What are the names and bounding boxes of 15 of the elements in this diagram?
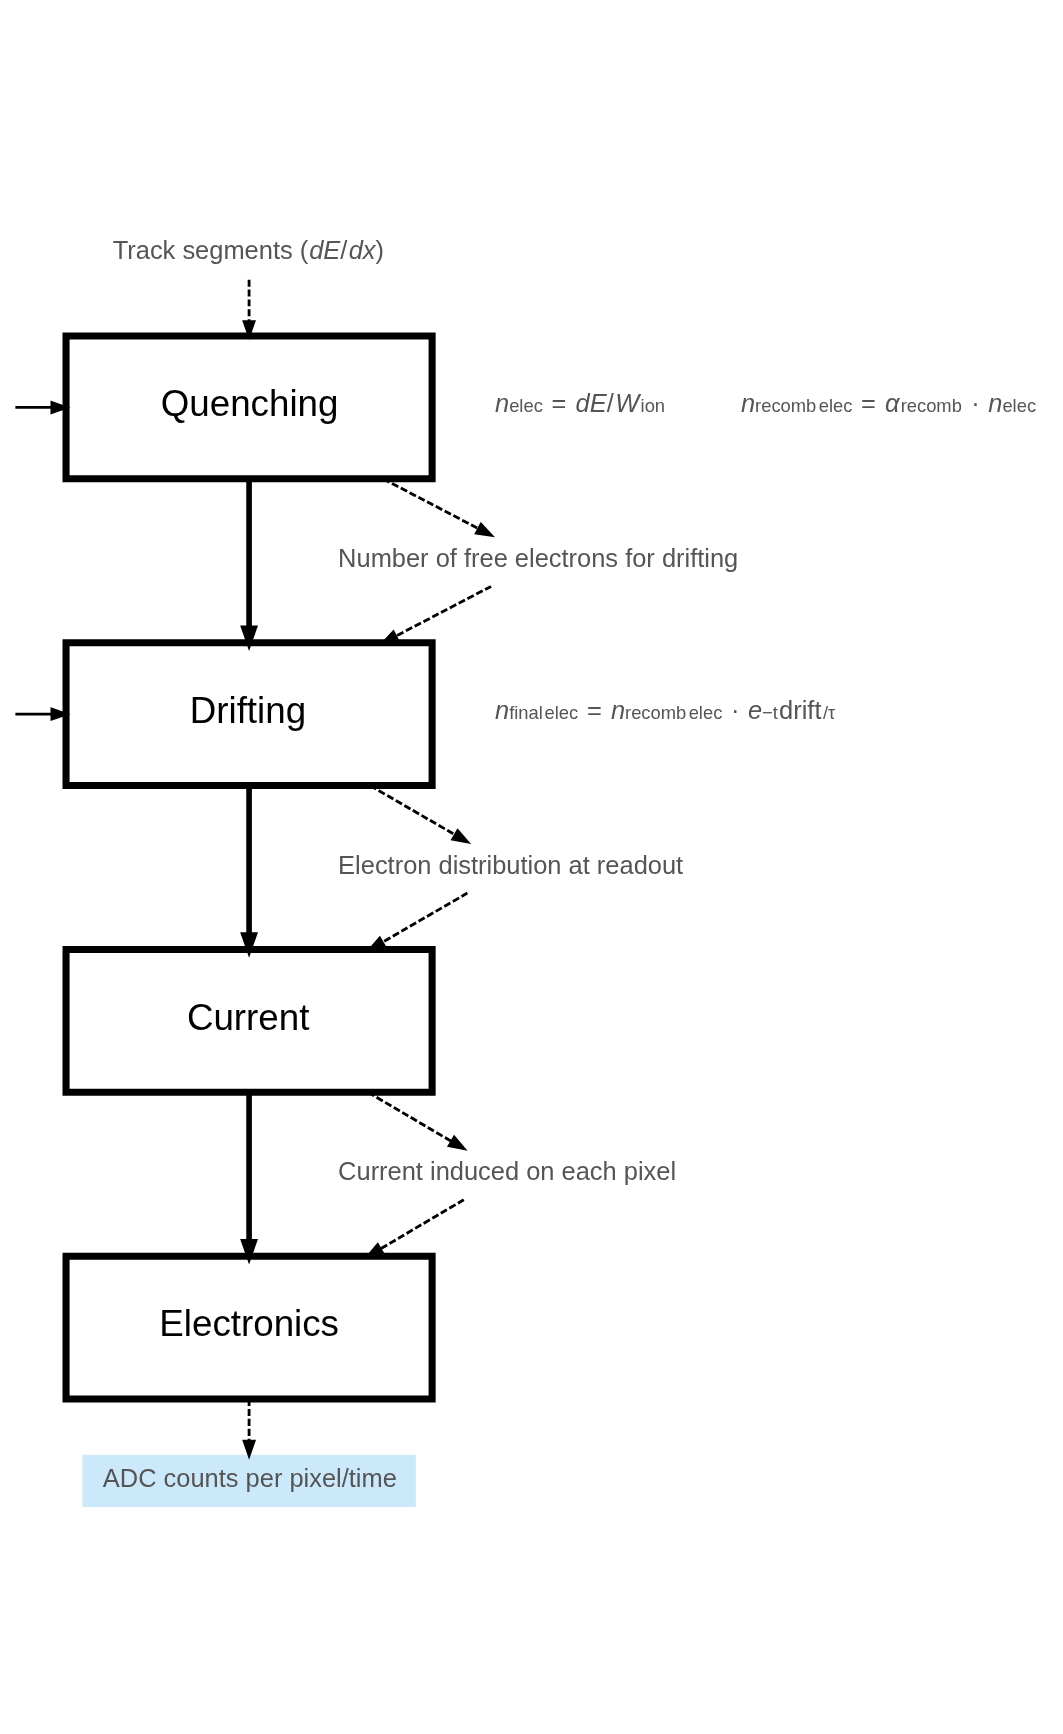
node-box: Electronics [62, 1252, 436, 1402]
arrow [15, 400, 71, 414]
node-box: Current [62, 945, 436, 1096]
node-text: Number of free electrons for drifting [338, 543, 739, 572]
label: nelec = dE/Wion [495, 388, 666, 417]
node-box: Quenching [62, 332, 436, 482]
node-box: ADC counts per pixel/time [82, 1454, 416, 1507]
arrow [15, 706, 71, 721]
node-text: Track segments (dE/dx) [112, 235, 385, 264]
node-text: Electron distribution at readout [338, 850, 684, 879]
node-box: Drifting [62, 638, 436, 789]
node-text: Current induced on each pixel [338, 1156, 677, 1185]
label: nfinalelec = nrecombelec · e−tdrift/τ [495, 695, 836, 724]
label: nrecombelec = αrecomb · nelec [740, 388, 1037, 417]
arrow [242, 279, 257, 340]
